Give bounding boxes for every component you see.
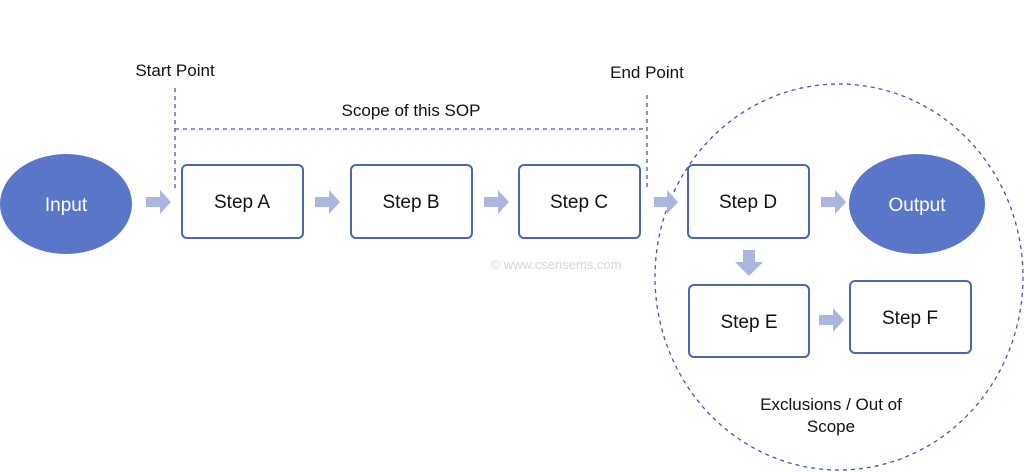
step-b-box	[350, 164, 473, 239]
step-b-label: Step B	[382, 192, 439, 213]
arrow-input-to-step-a	[146, 190, 171, 214]
output-label: Output	[888, 195, 946, 216]
step-c-box	[518, 164, 641, 239]
exclusions-label-line2: Scope	[807, 417, 855, 436]
arrow-step-e-to-step-f	[819, 308, 844, 332]
output-oval	[849, 154, 985, 254]
step-e-box	[688, 284, 810, 358]
step-a-label: Step A	[214, 192, 270, 213]
exclusions-circle	[654, 83, 1024, 471]
end-point-label: End Point	[610, 63, 684, 82]
arrow-step-c-to-step-d	[654, 190, 678, 214]
step-c-label: Step C	[550, 192, 608, 213]
step-d-box	[687, 164, 810, 239]
step-f-label: Step F	[882, 308, 938, 329]
scope-label: Scope of this SOP	[342, 101, 481, 120]
start-point-label: Start Point	[135, 61, 215, 80]
watermark: © www.csensems.com	[491, 257, 622, 272]
step-e-label: Step E	[720, 312, 777, 333]
arrow-step-d-to-output	[821, 190, 846, 214]
step-d-label: Step D	[719, 192, 777, 213]
input-label: Input	[45, 195, 88, 216]
exclusions-label-line1: Exclusions / Out of	[760, 395, 902, 414]
arrow-step-a-to-step-b	[315, 190, 340, 214]
arrow-step-b-to-step-c	[484, 190, 509, 214]
step-f-box	[849, 280, 972, 354]
arrow-step-d-to-step-e	[735, 250, 763, 276]
input-oval	[0, 154, 132, 254]
step-a-box	[181, 164, 304, 239]
